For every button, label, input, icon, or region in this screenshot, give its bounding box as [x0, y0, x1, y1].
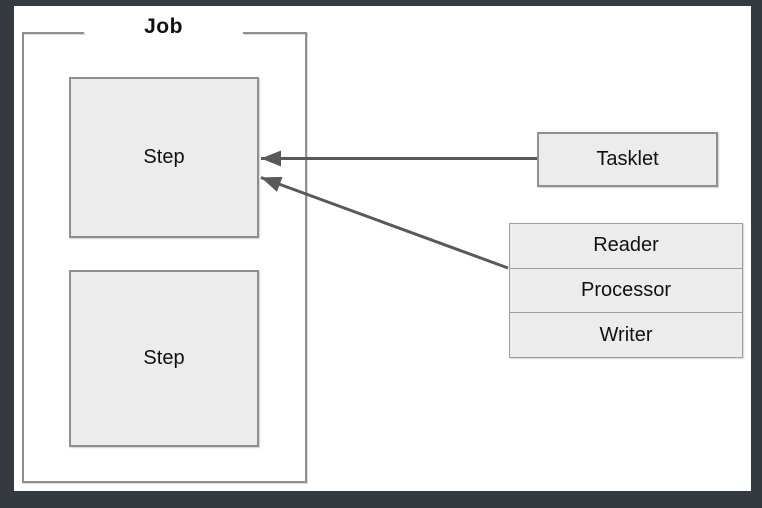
step-box-2: Step — [69, 270, 259, 447]
chunk-stack-box: Reader Processor Writer — [509, 223, 743, 358]
step-2-label: Step — [143, 347, 185, 369]
job-title: Job — [144, 15, 183, 38]
tasklet-label: Tasklet — [596, 148, 659, 170]
writer-label: Writer — [599, 323, 653, 346]
chunk-row-processor: Processor — [510, 267, 742, 313]
job-box-top-border-right — [243, 32, 307, 34]
chunk-row-reader: Reader — [510, 224, 742, 268]
reader-label: Reader — [593, 234, 659, 257]
step-1-label: Step — [143, 146, 185, 168]
chunk-row-writer: Writer — [510, 312, 742, 357]
step-box-1: Step — [69, 77, 259, 238]
job-box-top-border-left — [22, 32, 84, 34]
tasklet-box: Tasklet — [537, 132, 718, 187]
processor-label: Processor — [580, 279, 672, 301]
